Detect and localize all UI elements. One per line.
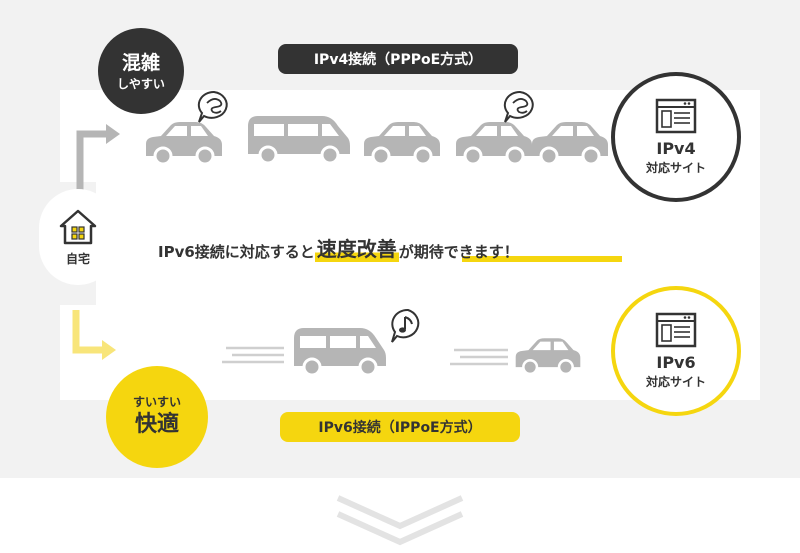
- ipv6-site-name: IPv6: [656, 353, 696, 372]
- smooth-badge: すいすい 快適: [106, 366, 208, 468]
- car-icon: [454, 120, 534, 164]
- home-label: 自宅: [65, 251, 90, 266]
- browser-window-icon: [655, 98, 697, 134]
- music-note-icon: [391, 308, 420, 343]
- chevron-down-icon: [336, 495, 464, 546]
- car-icon: [144, 120, 224, 164]
- crowded-badge: 混雑 しやすい: [98, 28, 184, 114]
- ipv6-site-sub: 対応サイト: [645, 375, 706, 389]
- speed-message: IPv6接続に対応すると 速度改善 が期待できます！: [158, 226, 628, 262]
- center-road: [96, 182, 760, 305]
- message-highlight: 速度改善: [314, 233, 399, 262]
- speed-lines-icon: [222, 346, 284, 364]
- smooth-badge-main: 快適: [134, 412, 179, 437]
- house-icon: [59, 209, 97, 244]
- car-icon: [362, 120, 442, 164]
- speech-bubble-icon: [197, 90, 228, 123]
- arrow-down-icon: [72, 310, 116, 360]
- ipv6-site: IPv6 対応サイト: [611, 286, 741, 416]
- speed-lines-icon: [450, 348, 508, 366]
- crowded-badge-main: 混雑: [121, 52, 160, 74]
- van-icon: [246, 114, 352, 164]
- crowded-badge-sub: しやすい: [117, 77, 165, 91]
- ipv4-site: IPv4 対応サイト: [611, 72, 741, 202]
- van-icon: [294, 328, 386, 376]
- message-underline: [462, 256, 622, 262]
- message-before: IPv6接続に対応すると: [158, 243, 315, 261]
- arrow-up-icon: [76, 124, 120, 192]
- ipv4-site-name: IPv4: [656, 139, 696, 158]
- speech-bubble-icon: [503, 90, 534, 123]
- home-node: 自宅: [39, 189, 117, 285]
- ipv4-connection-label: IPv4接続（PPPoE方式）: [278, 44, 518, 74]
- message-after: が期待できます！: [398, 243, 519, 261]
- ipv6-connection-label: IPv6接続（IPPoE方式）: [280, 412, 520, 442]
- car-icon: [515, 338, 581, 376]
- smooth-badge-sub: すいすい: [132, 395, 181, 409]
- browser-window-icon: [655, 312, 697, 348]
- ipv6-traffic: [222, 328, 581, 376]
- route-arrows: [72, 124, 120, 360]
- ipv4-site-sub: 対応サイト: [645, 161, 706, 175]
- car-icon: [530, 120, 610, 164]
